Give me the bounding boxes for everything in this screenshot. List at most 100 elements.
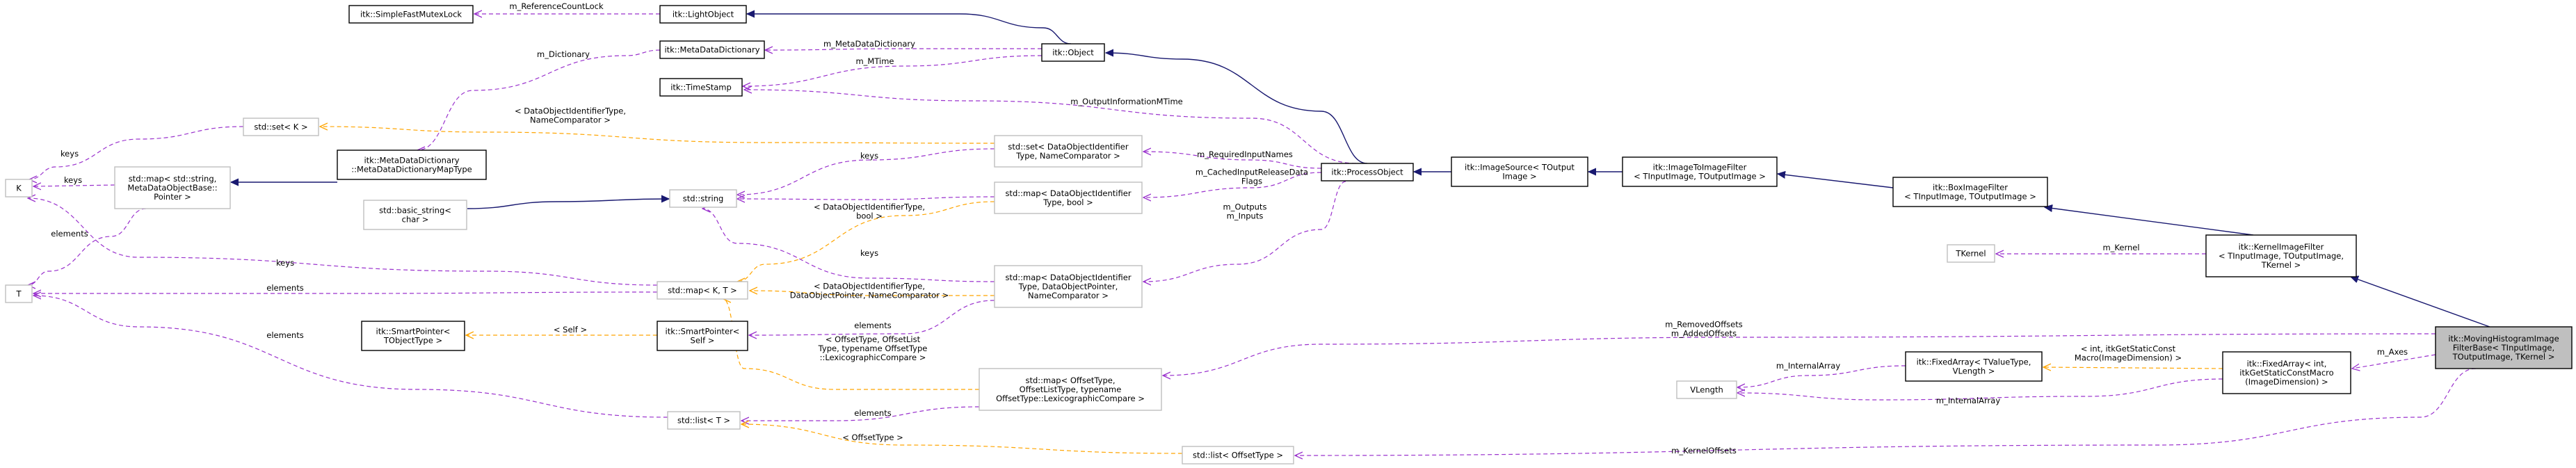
node-box (994, 181, 1143, 214)
node-process-object[interactable]: itk::ProcessObject (1321, 163, 1414, 181)
node-label: itk::FixedArray< TValueType,VLength > (1917, 357, 2031, 376)
node-fixed-array-int[interactable]: itk::FixedArray< int,itkGetStaticConstMa… (2222, 351, 2351, 394)
node-box (2222, 351, 2351, 394)
edge-set-id-to-set-k (320, 127, 995, 144)
node-box (1905, 351, 2043, 382)
edge-label-reference-count-lock: m_ReferenceCountLock (509, 1, 604, 11)
node-label: std::map< std::string,MetaDataObjectBase… (127, 174, 217, 202)
node-box (5, 179, 33, 197)
node-box (1676, 380, 1737, 399)
edge-basic-string-to-string (467, 199, 669, 209)
node-fixed-array-tvalue[interactable]: itk::FixedArray< TValueType,VLength > (1905, 351, 2043, 382)
node-map-offset[interactable]: std::map< OffsetType,OffsetListType, typ… (979, 368, 1162, 411)
node-light-object[interactable]: itk::LightObject (659, 5, 747, 24)
node-box (659, 78, 743, 97)
node-kernel-image-filter[interactable]: itk::KernelImageFilter< TInputImage, TOu… (2205, 234, 2357, 277)
edge-label-identifier-bool: < DataObjectIdentifierType,bool > (814, 202, 925, 221)
node-label: std::map< OffsetType,OffsetListType, typ… (996, 376, 1145, 403)
node-label: itk::ProcessObject (1331, 168, 1403, 177)
edge-label-required-input-names: m_RequiredInputNames (1197, 150, 1293, 159)
node-box (659, 40, 765, 59)
edge-set-id-to-string (737, 148, 995, 195)
edge-fixed-int-to-vlength (1737, 378, 2223, 401)
edge-label-keys-map-pointer: keys (860, 248, 878, 258)
edge-label-offset-type: < OffsetType > (842, 433, 903, 442)
node-image-to-image-filter[interactable]: itk::ImageToImageFilter< TInputImage, TO… (1622, 156, 1778, 187)
edge-process-to-time-stamp (744, 90, 1357, 164)
node-box (1622, 156, 1778, 187)
node-box-image-filter[interactable]: itk::BoxImageFilter< TInputImage, TOutpu… (1892, 177, 2048, 207)
node-label: itk::KernelImageFilter< TInputImage, TOu… (2219, 242, 2344, 270)
edge-label-keys-map-string: keys (64, 175, 82, 185)
edge-label-output-information-mtime: m_OutputInformationMTime (1070, 97, 1183, 106)
edge-label-kernel-offsets: m_KernelOffsets (1671, 446, 1737, 455)
node-label: itk::SimpleFastMutexLock (360, 10, 462, 19)
node-simple-fast-mutex-lock[interactable]: itk::SimpleFastMutexLock (348, 5, 474, 24)
edge-map-pointer-to-smart-self (749, 300, 995, 335)
node-meta-dictionary-map-type[interactable]: itk::MetaDataDictionary::MetaDataDiction… (337, 150, 487, 180)
node-map-k-t[interactable]: std::map< K, T > (657, 281, 748, 300)
edge-map-offset-to-list-t (741, 406, 980, 421)
node-box (657, 321, 748, 351)
edge-map-string-to-k (33, 185, 115, 186)
node-box (1451, 156, 1588, 187)
node-list-offset[interactable]: std::list< OffsetType > (1182, 446, 1294, 465)
edge-map-bool-to-string (737, 197, 995, 200)
edge-label-dictionary: m_Dictionary (537, 49, 590, 59)
edge-moving-to-fixed-int (2352, 354, 2436, 369)
node-label: itk::MetaDataDictionary::MetaDataDiction… (351, 156, 472, 175)
node-k[interactable]: K (5, 179, 33, 197)
node-vlength[interactable]: VLength (1676, 380, 1737, 399)
edge-list-t-to-t (33, 296, 668, 418)
node-map-string-meta[interactable]: std::map< std::string,MetaDataObjectBase… (114, 166, 231, 209)
node-label: itk::SmartPointer<Self > (666, 327, 740, 346)
node-string[interactable]: std::string (669, 189, 737, 208)
edge-map-kt-to-k (28, 198, 658, 286)
edge-label-keys-map-kt: keys (276, 258, 294, 268)
edge-label-elements-map-string: elements (51, 229, 88, 239)
edge-kernel-filter-to-box (2045, 207, 2254, 236)
edge-label-identifier-pointer-comparator: < DataObjectIdentifierType,DataObjectPoi… (790, 282, 949, 300)
node-label: itk::ImageToImageFilter< TInputImage, TO… (1634, 163, 1766, 181)
node-box (667, 411, 741, 430)
node-box (994, 135, 1143, 168)
edge-process-to-object (1106, 53, 1368, 164)
node-box (659, 5, 747, 24)
node-smart-pointer-tobject[interactable]: itk::SmartPointer<TObjectType > (361, 321, 465, 351)
node-tkernel[interactable]: TKernel (1947, 244, 1995, 263)
node-label: TKernel (1955, 249, 1986, 259)
edge-object-to-time-stamp (743, 55, 1043, 86)
node-label: T (15, 289, 22, 299)
node-box (363, 200, 467, 230)
edge-dictionary-to-map-type (417, 49, 661, 150)
node-label: std::set< K > (254, 122, 307, 132)
edge-moving-to-list-offset (1295, 368, 2477, 455)
node-time-stamp[interactable]: itk::TimeStamp (659, 78, 743, 97)
node-set-k[interactable]: std::set< K > (243, 118, 319, 136)
edge-label-elements-smart-pointer: elements (854, 321, 891, 330)
edge-process-to-map-pointer (1143, 181, 1346, 282)
node-basic-string[interactable]: std::basic_string<char > (363, 200, 467, 230)
node-t[interactable]: T (5, 284, 33, 303)
edge-label-keys-set-k: keys (61, 149, 79, 159)
edge-map-kt-to-t (33, 292, 658, 293)
node-object[interactable]: itk::Object (1041, 43, 1105, 62)
node-box (994, 265, 1143, 308)
edge-set-k-to-k (29, 126, 244, 179)
node-list-t[interactable]: std::list< T > (667, 411, 741, 430)
node-box (2435, 326, 2573, 369)
node-box (5, 284, 33, 303)
node-meta-data-dictionary[interactable]: itk::MetaDataDictionary (659, 40, 765, 59)
edge-label-meta-data-dictionary: m_MetaDataDictionary (823, 39, 915, 49)
node-smart-pointer-self[interactable]: itk::SmartPointer<Self > (657, 321, 748, 351)
